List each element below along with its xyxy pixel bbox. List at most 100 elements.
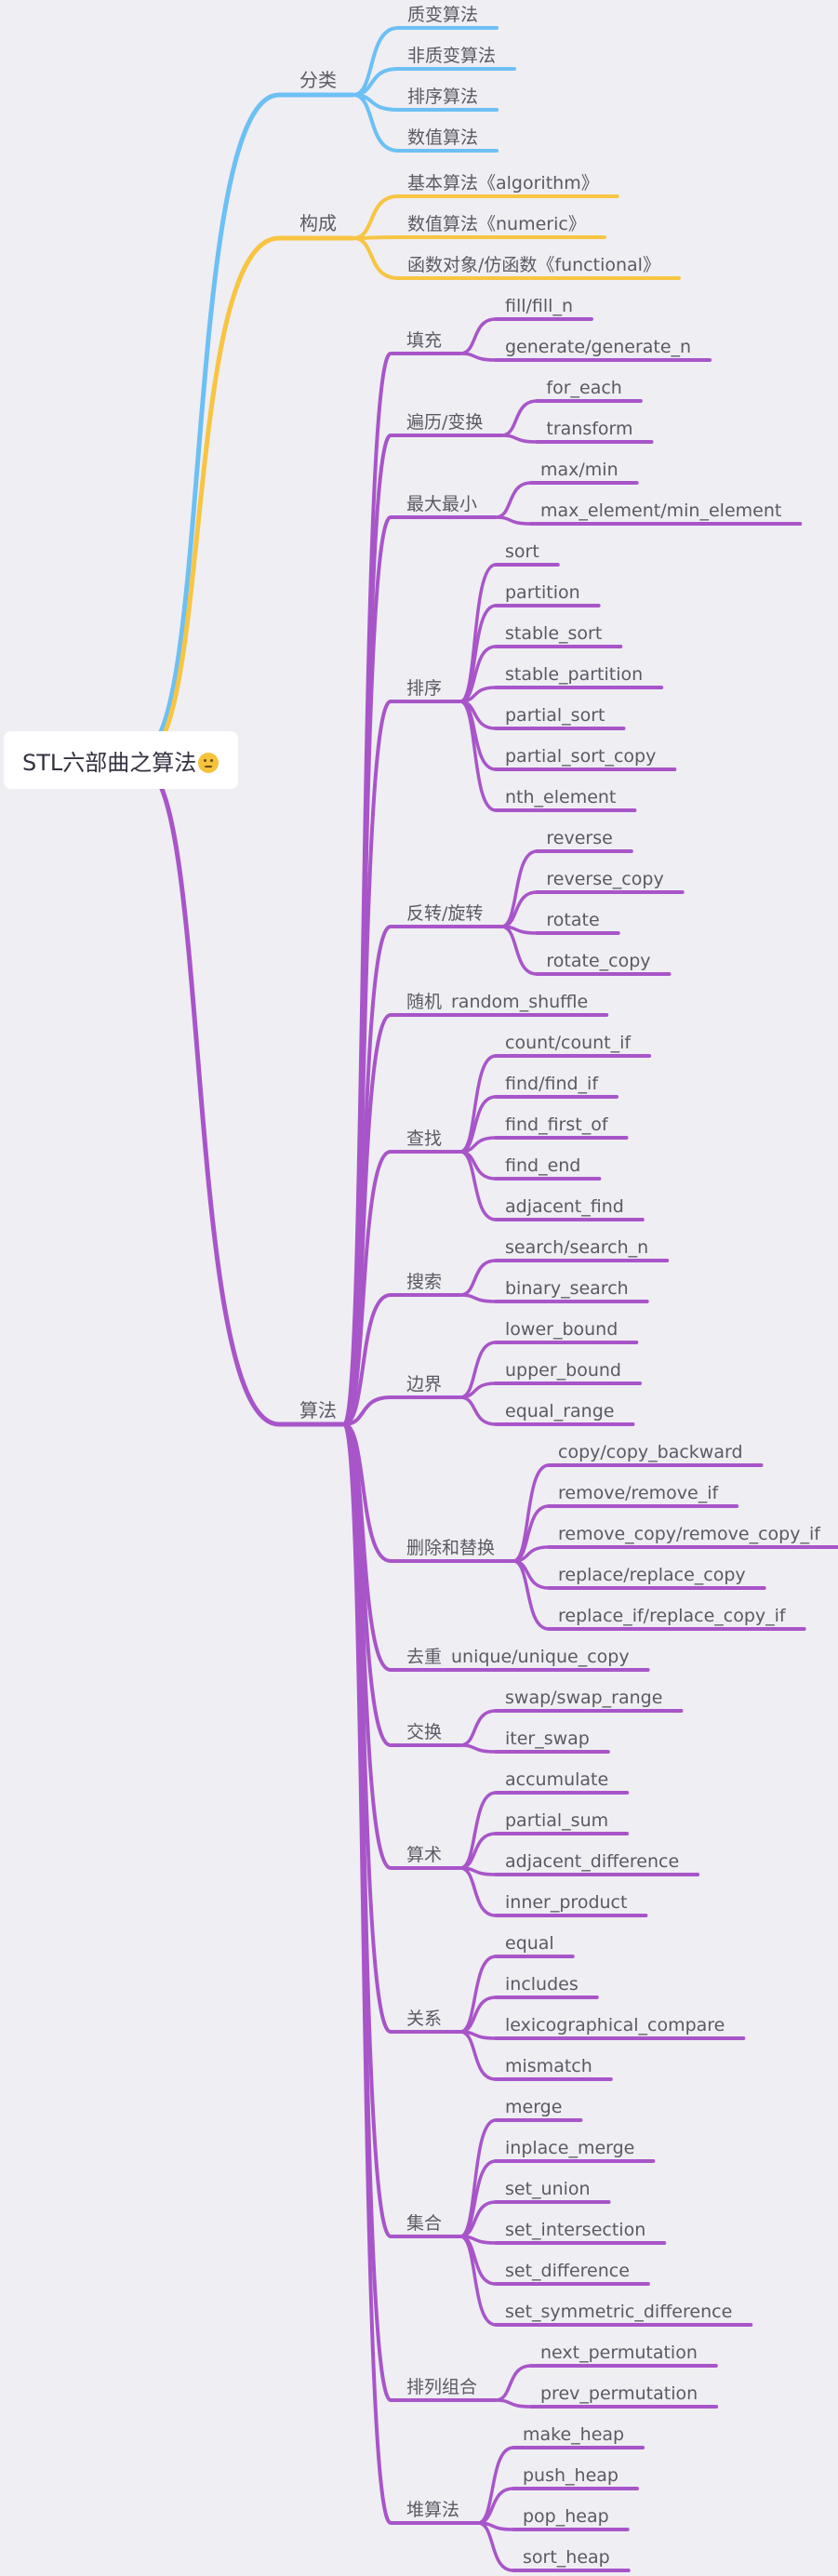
group-label[interactable]: 排列组合: [406, 2377, 477, 2397]
leaf-label[interactable]: inplace_merge: [505, 2138, 634, 2158]
group-leaf-link: [459, 1150, 498, 1221]
group-leaf-link: [459, 1791, 498, 1870]
leaf-label[interactable]: includes: [505, 1974, 579, 1995]
group-label[interactable]: 随机: [406, 992, 442, 1012]
group-link: [342, 1395, 392, 1426]
leaf-label[interactable]: set_difference: [505, 2261, 630, 2281]
root-node[interactable]: STL六部曲之算法: [4, 731, 238, 789]
group-leaf-link: [459, 2159, 498, 2238]
leaf-label[interactable]: 函数对象/仿函数《functional》: [407, 255, 660, 275]
leaf-label[interactable]: fill/fill_n: [505, 296, 573, 316]
leaf-label[interactable]: find_end: [505, 1155, 580, 1176]
leaf-label[interactable]: binary_search: [505, 1278, 629, 1299]
leaf-label[interactable]: 排序算法: [407, 87, 478, 107]
thinking-face-icon: [198, 753, 219, 773]
group-label[interactable]: 最大最小: [406, 494, 477, 514]
leaf-label[interactable]: lexicographical_compare: [505, 2015, 725, 2035]
leaf-label[interactable]: 基本算法《algorithm》: [407, 173, 599, 194]
leaf-label[interactable]: transform: [546, 419, 632, 439]
classify-link: [352, 93, 400, 153]
group-label[interactable]: 排序: [406, 678, 442, 699]
leaf-label[interactable]: accumulate: [505, 1769, 608, 1790]
group-link: [342, 1293, 392, 1426]
leaf-label[interactable]: sort_heap: [523, 2547, 610, 2568]
leaf-label[interactable]: reverse: [546, 828, 612, 848]
compose-label: 构成: [299, 212, 337, 234]
group-label[interactable]: 算术: [406, 1845, 442, 1865]
leaf-label[interactable]: copy/copy_backward: [558, 1442, 743, 1462]
leaf-label[interactable]: pop_heap: [523, 2506, 609, 2527]
leaf-label[interactable]: replace/replace_copy: [558, 1565, 746, 1585]
group-label[interactable]: 搜索: [406, 1272, 442, 1292]
group-label[interactable]: 去重: [406, 1647, 442, 1667]
leaf-label[interactable]: prev_permutation: [540, 2383, 698, 2404]
group-leaf-link: [499, 925, 539, 976]
group-label[interactable]: 查找: [406, 1128, 442, 1149]
leaf-label[interactable]: partial_sort: [505, 705, 605, 726]
leaf-label[interactable]: max_element/min_element: [540, 501, 781, 521]
group-link: [342, 1422, 392, 2525]
leaf-label[interactable]: search/search_n: [505, 1237, 648, 1258]
leaf-label[interactable]: 非质变算法: [407, 46, 496, 66]
leaf-label[interactable]: replace_if/replace_copy_if: [558, 1606, 787, 1626]
leaf-label[interactable]: for_each: [546, 378, 621, 398]
group-leaf-link: [459, 2235, 498, 2327]
leaf-label[interactable]: partial_sort_copy: [505, 746, 656, 767]
group-link: [342, 1150, 392, 1426]
leaf-label[interactable]: inner_product: [505, 1892, 627, 1913]
leaf-label[interactable]: stable_sort: [505, 623, 602, 644]
leaf-label[interactable]: iter_swap: [505, 1728, 590, 1749]
leaf-label[interactable]: rotate_copy: [546, 951, 650, 971]
leaf-label[interactable]: remove/remove_if: [558, 1483, 719, 1503]
group-label[interactable]: 遍历/变换: [406, 412, 483, 433]
leaf-label[interactable]: equal_range: [505, 1401, 614, 1421]
group-leaf-link: [459, 700, 498, 812]
group-label[interactable]: 堆算法: [406, 2500, 459, 2520]
group-label[interactable]: 交换: [406, 1722, 442, 1742]
leaf-label[interactable]: max/min: [540, 460, 619, 480]
leaf-label[interactable]: partial_sum: [505, 1810, 608, 1831]
leaf-label[interactable]: push_heap: [523, 2465, 619, 2486]
branch-algorithm: [140, 766, 282, 1427]
group-label[interactable]: 填充: [406, 330, 442, 351]
leaf-label[interactable]: reverse_copy: [546, 869, 663, 889]
group-label[interactable]: 集合: [406, 2213, 442, 2234]
leaf-label[interactable]: set_intersection: [505, 2220, 645, 2240]
group-label[interactable]: 反转/旋转: [406, 903, 483, 924]
group-leaf-link: [512, 1559, 551, 1631]
leaf-label[interactable]: nth_element: [505, 787, 616, 808]
leaf-label[interactable]: partition: [505, 582, 580, 603]
leaf-label[interactable]: stable_partition: [505, 664, 643, 685]
leaf-label[interactable]: random_shuffle: [451, 992, 588, 1012]
group-leaf-link: [459, 1955, 498, 2034]
leaf-label[interactable]: set_symmetric_difference: [505, 2302, 732, 2322]
leaf-label[interactable]: adjacent_find: [505, 1196, 624, 1217]
leaf-label[interactable]: rotate: [546, 910, 599, 930]
leaf-label[interactable]: generate/generate_n: [505, 337, 691, 357]
compose-link: [352, 236, 400, 280]
leaf-label[interactable]: sort: [505, 541, 539, 562]
group-label[interactable]: 删除和替换: [406, 1538, 495, 1558]
branch-compose: [140, 235, 282, 758]
leaf-label[interactable]: count/count_if: [505, 1033, 632, 1053]
leaf-label[interactable]: lower_bound: [505, 1319, 618, 1340]
leaf-label[interactable]: 质变算法: [407, 5, 478, 25]
leaf-label[interactable]: make_heap: [523, 2424, 624, 2445]
leaf-label[interactable]: upper_bound: [505, 1360, 621, 1381]
group-leaf-link: [494, 481, 533, 519]
leaf-label[interactable]: 数值算法《numeric》: [407, 214, 586, 234]
leaf-label[interactable]: equal: [505, 1933, 554, 1954]
leaf-label[interactable]: set_union: [505, 2179, 591, 2199]
group-label[interactable]: 关系: [406, 2009, 442, 2029]
leaf-label[interactable]: mismatch: [505, 2056, 592, 2076]
leaf-label[interactable]: next_permutation: [540, 2342, 698, 2363]
leaf-label[interactable]: unique/unique_copy: [451, 1647, 630, 1667]
group-label[interactable]: 边界: [406, 1374, 442, 1395]
leaf-label[interactable]: merge: [505, 2097, 562, 2117]
leaf-label[interactable]: swap/swap_range: [505, 1688, 662, 1708]
leaf-label[interactable]: find/find_if: [505, 1074, 599, 1094]
leaf-label[interactable]: remove_copy/remove_copy_if: [558, 1524, 821, 1544]
leaf-label[interactable]: 数值算法: [407, 127, 478, 148]
leaf-label[interactable]: adjacent_difference: [505, 1851, 679, 1872]
leaf-label[interactable]: find_first_of: [505, 1114, 609, 1135]
